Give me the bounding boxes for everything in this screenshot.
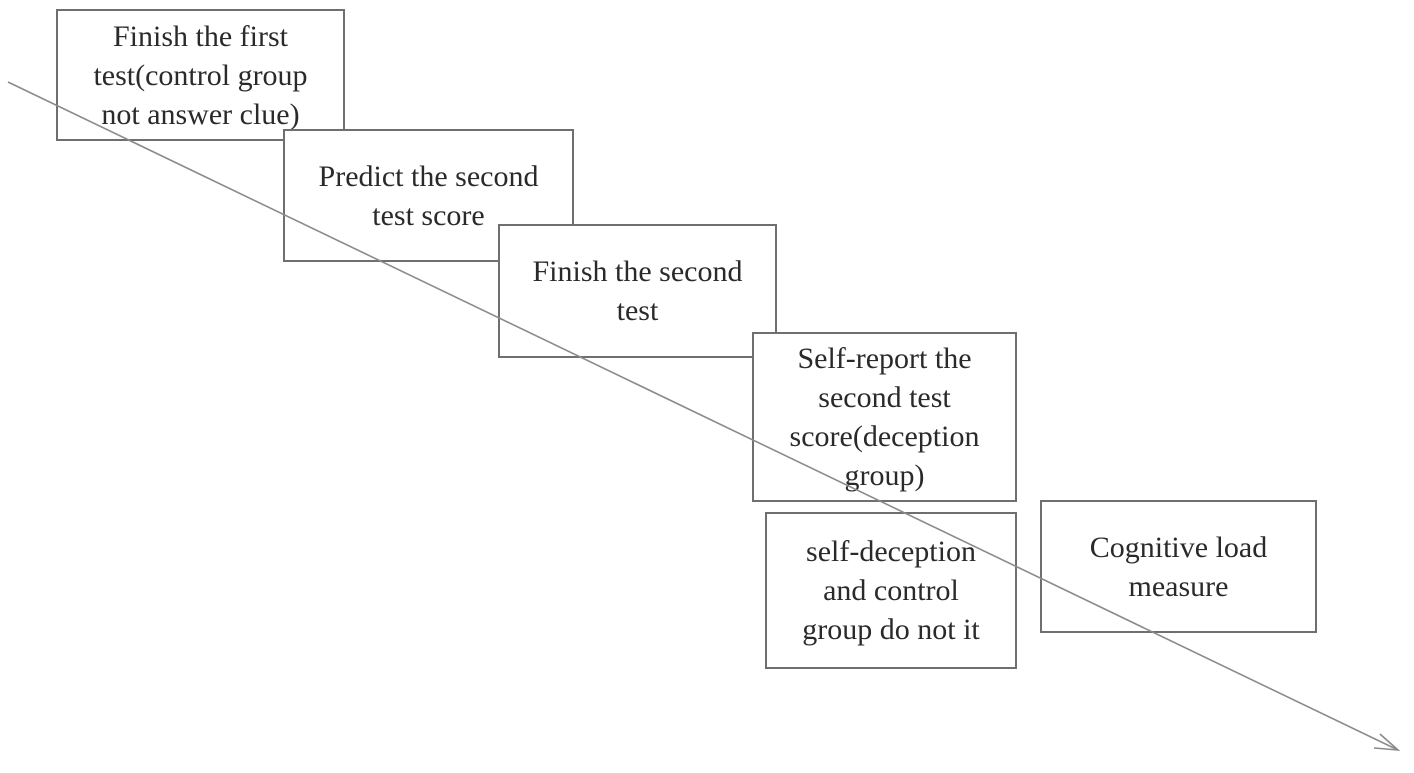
step-box-cognitive-load: Cognitive load measure (1040, 500, 1317, 633)
step-box-self-deception-control: self-deception and control group do not … (765, 512, 1017, 669)
timeline-arrow-head (1373, 733, 1401, 751)
step-label-finish-first-test: Finish the first test(control group not … (93, 19, 308, 131)
step-box-self-report: Self-report the second test score(decept… (752, 332, 1017, 502)
step-label-predict-score: Predict the second test score (318, 159, 539, 232)
step-box-finish-first-test: Finish the first test(control group not … (56, 9, 345, 141)
step-label-finish-second-test: Finish the second test (532, 255, 743, 327)
timeline-arrow-shaft (7, 81, 1399, 751)
step-label-self-report: Self-report the second test score(decept… (789, 342, 980, 492)
step-label-self-deception-control: self-deception and control group do not … (802, 535, 980, 646)
step-box-finish-second-test: Finish the second test (498, 224, 777, 358)
step-label-cognitive-load: Cognitive load measure (1089, 530, 1268, 603)
